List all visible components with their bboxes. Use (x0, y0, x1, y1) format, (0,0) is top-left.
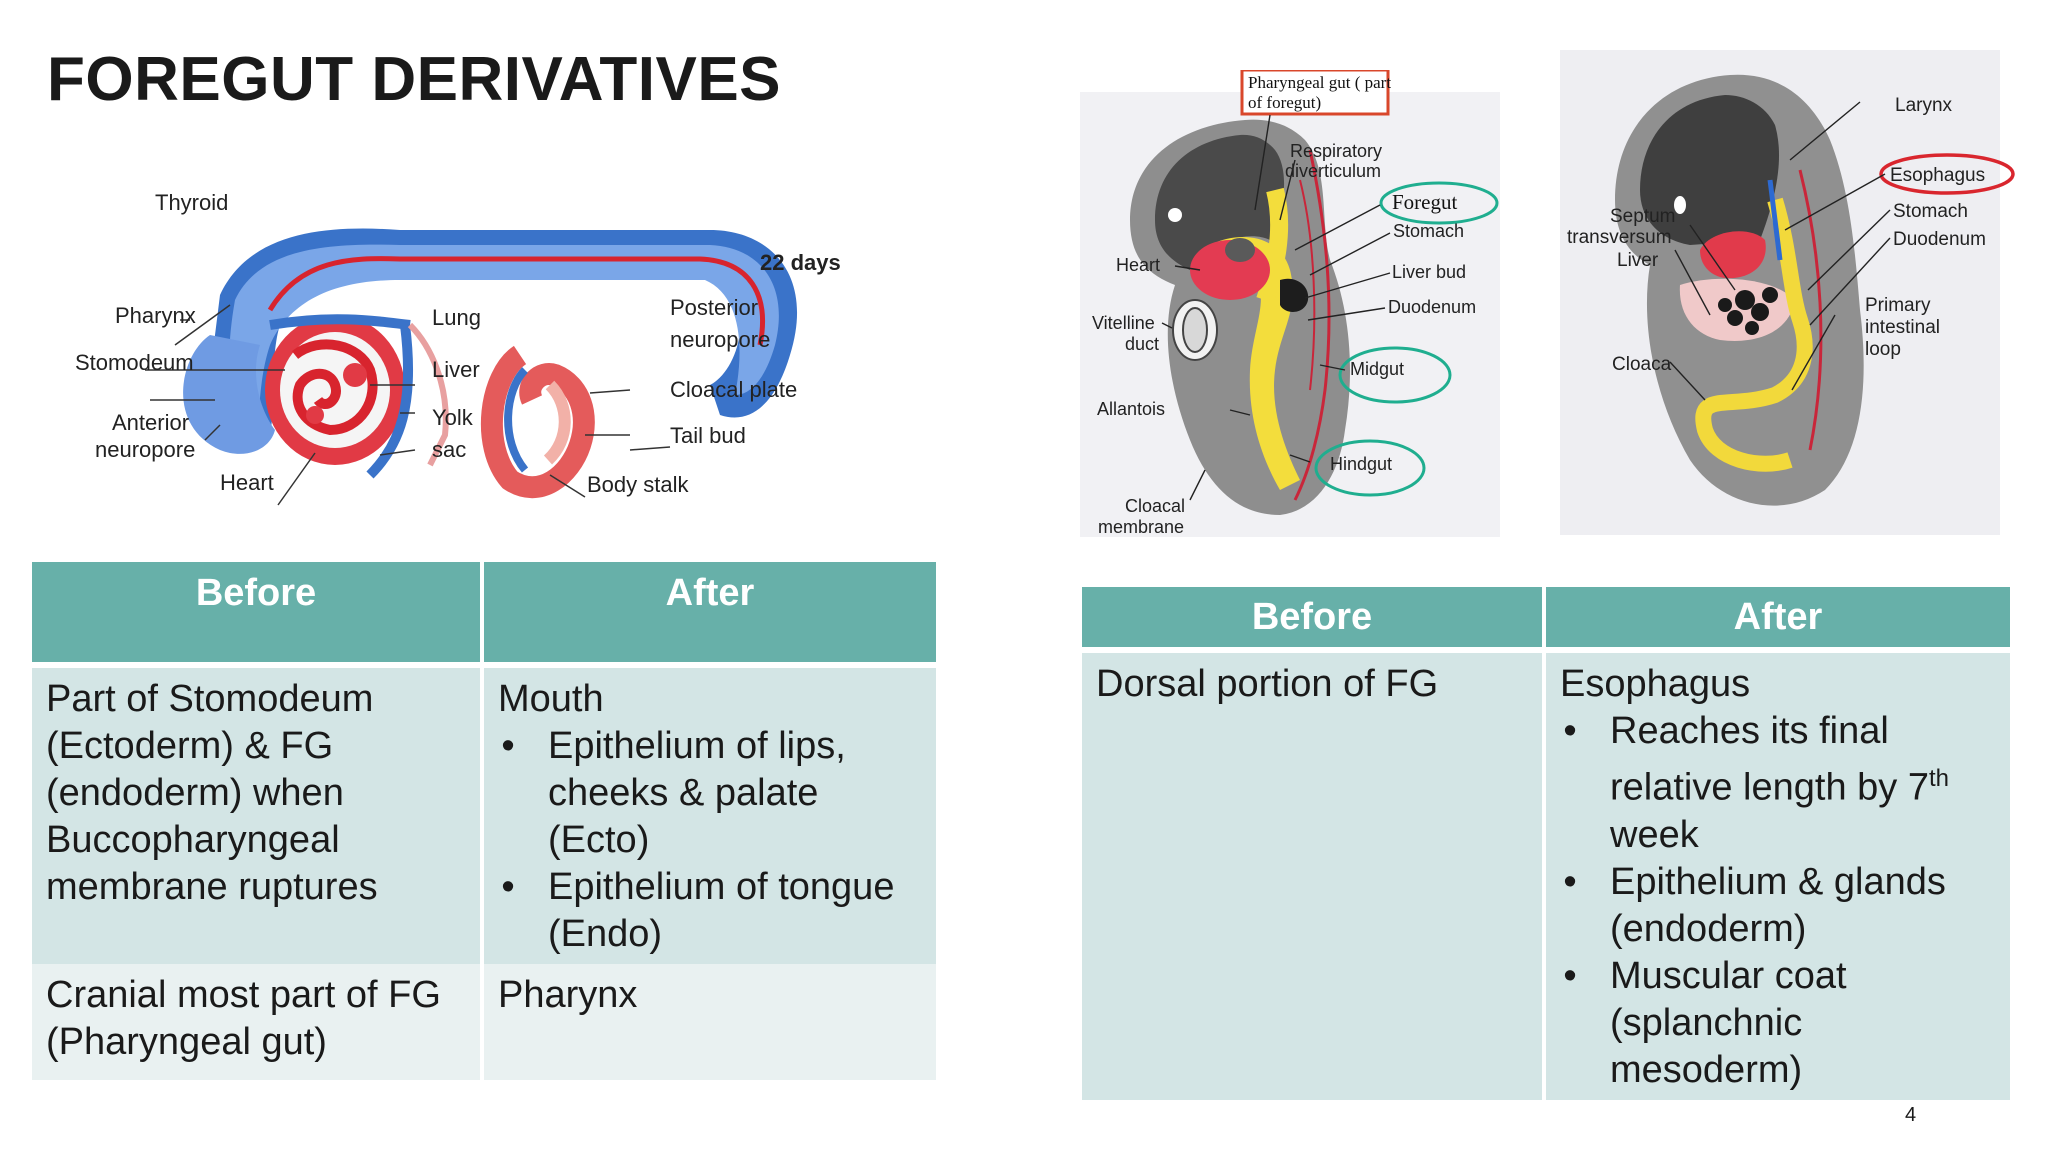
hindgut-highlight-ellipse (1314, 439, 1426, 497)
label-yolk: Yolk (432, 405, 474, 430)
cell-after-esophagus: Esophagus Reaches its final relative len… (1546, 653, 2010, 1100)
cell-before-stomodeum: Part of Stomodeum (Ectoderm) & FG (endod… (32, 668, 484, 964)
embryo-22-days-figure: Thyroid Pharynx Stomodeum Anterior neuro… (70, 185, 850, 515)
label-22-days: 22 days (760, 250, 841, 275)
label-cloaca: Cloaca (1612, 354, 1672, 375)
label-anterior: Anterior (112, 410, 189, 435)
foregut-embryo-figure: Pharyngeal gut ( part of foregut) Respir… (1080, 70, 1500, 550)
label-neuropore-anterior: neuropore (95, 437, 195, 462)
label-allantois: Allantois (1097, 399, 1165, 419)
label-body-stalk: Body stalk (587, 472, 689, 497)
label-lung: Lung (432, 305, 481, 330)
mouth-label: Mouth (498, 678, 604, 720)
header-after-right: After (1546, 587, 2010, 653)
midgut-highlight-ellipse (1338, 346, 1452, 404)
label-larynx: Larynx (1895, 95, 1953, 116)
bullet-muscular-coat: Muscular coat (splanchnic mesoderm) (1560, 953, 1996, 1094)
cell-before-cranial: Cranial most part of FG (Pharyngeal gut) (32, 964, 484, 1080)
label-posterior: Posterior (670, 295, 758, 320)
label-foregut: Foregut (1392, 190, 1457, 214)
label-esophagus: Esophagus (1890, 165, 1985, 186)
label-vitelline: Vitelline (1092, 313, 1155, 333)
label-stomodeum: Stomodeum (75, 350, 194, 375)
bullet-tongue-epithelium: Epithelium of tongue (Endo) (498, 864, 922, 958)
label-neuropore-posterior: neuropore (670, 327, 770, 352)
label-respiratory: Respiratory (1290, 141, 1382, 161)
bullet-final-length: Reaches its final relative length by 7th… (1560, 708, 1996, 859)
foregut-highlight-ellipse (1379, 181, 1499, 225)
label-intestinal: intestinal (1865, 317, 1940, 338)
cell-after-pharynx: Pharynx (484, 964, 936, 1080)
label-heart: Heart (220, 470, 274, 495)
esophagus-table: Before After Dorsal portion of FG Esopha… (1082, 587, 2010, 1100)
label-pharyngeal-gut-2: of foregut) (1248, 93, 1321, 112)
bullet-epithelium-glands: Epithelium & glands (endoderm) (1560, 859, 1996, 953)
esophagus-embryo-figure: Larynx Esophagus Stomach Duodenum Septum… (1560, 50, 2020, 540)
page-number: 4 (1905, 1104, 1917, 1126)
label-duodenum: Duodenum (1388, 297, 1476, 317)
cell-after-mouth: Mouth Epithelium of lips, cheeks & palat… (484, 668, 936, 964)
label-liver-bud: Liver bud (1392, 262, 1466, 282)
esophagus-highlight-ellipse (1879, 153, 2015, 195)
slide-title: FOREGUT DERIVATIVES (47, 45, 782, 114)
foregut-embryo-illustration: Pharyngeal gut ( part of foregut) Respir… (1080, 70, 1500, 537)
label-stomach-right: Stomach (1893, 201, 1968, 222)
label-tail-bud: Tail bud (670, 423, 746, 448)
cell-before-dorsal: Dorsal portion of FG (1082, 653, 1546, 1100)
label-diverticulum: diverticulum (1285, 161, 1381, 181)
label-loop: loop (1865, 339, 1901, 360)
embryo-22-days-illustration: Thyroid Pharynx Stomodeum Anterior neuro… (75, 190, 841, 506)
header-before: Before (32, 562, 484, 668)
label-cloacal-plate: Cloacal plate (670, 377, 797, 402)
label-pharyngeal-gut-1: Pharyngeal gut ( part (1248, 73, 1391, 92)
header-before-right: Before (1082, 587, 1546, 653)
label-thyroid: Thyroid (155, 190, 228, 215)
label-duct: duct (1125, 334, 1159, 354)
bullet-lips-epithelium: Epithelium of lips, cheeks & palate (Ect… (498, 723, 922, 864)
label-cloacal: Cloacal (1125, 496, 1185, 516)
esophagus-embryo-illustration: Larynx Esophagus Stomach Duodenum Septum… (1560, 50, 2015, 535)
label-stomach: Stomach (1393, 221, 1464, 241)
label-membrane: membrane (1098, 517, 1184, 537)
label-transversum: transversum (1567, 227, 1672, 248)
label-liver-right: Liver (1617, 250, 1659, 271)
label-midgut: Midgut (1350, 359, 1404, 379)
label-septum: Septum (1610, 206, 1675, 227)
label-heart-middle: Heart (1116, 255, 1160, 275)
label-liver: Liver (432, 357, 480, 382)
mouth-pharynx-table: Before After Part of Stomodeum (Ectoderm… (32, 562, 936, 1080)
label-hindgut: Hindgut (1330, 454, 1392, 474)
header-after: After (484, 562, 936, 668)
label-primary: Primary (1865, 295, 1931, 316)
label-duodenum-right: Duodenum (1893, 229, 1986, 250)
esophagus-label: Esophagus (1560, 663, 1751, 705)
label-sac: sac (432, 437, 466, 462)
label-pharynx: Pharynx (115, 303, 196, 328)
